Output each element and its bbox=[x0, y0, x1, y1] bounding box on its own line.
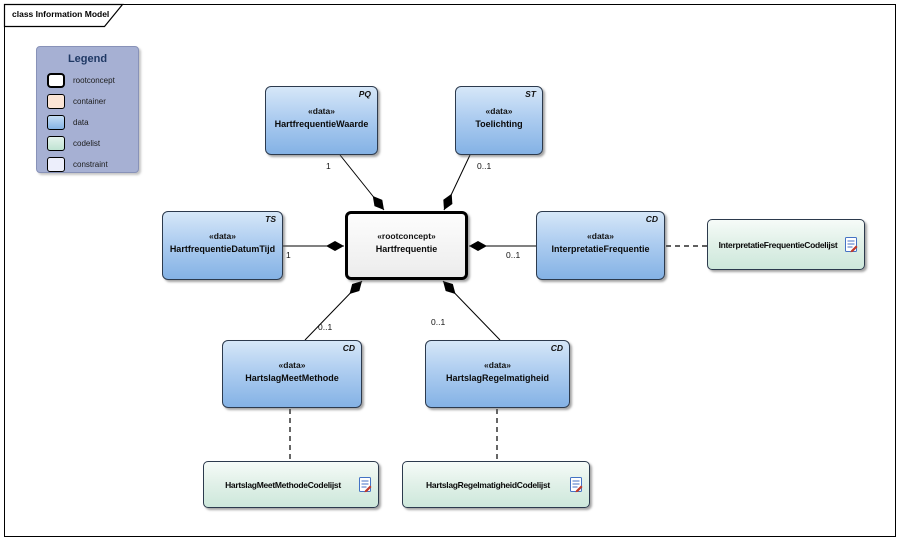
datatype-tag: TS bbox=[265, 214, 276, 224]
stereotype-label: «data» bbox=[587, 231, 614, 241]
document-icon bbox=[570, 476, 583, 492]
codelist-name-label: InterpretatieFrequentieCodelijst bbox=[718, 239, 838, 250]
datatype-tag: PQ bbox=[358, 89, 371, 99]
codelist-interpretatiefrequentie[interactable]: InterpretatieFrequentieCodelijst bbox=[707, 219, 865, 270]
legend-item-label: codelist bbox=[73, 138, 101, 148]
frame-tab-shape bbox=[3, 3, 124, 28]
stereotype-label: «data» bbox=[209, 231, 236, 241]
legend-item-rootconcept: rootconcept bbox=[47, 72, 138, 88]
node-name-label: HartfrequentieWaarde bbox=[274, 119, 369, 129]
node-hartslagregelmatigheid[interactable]: CD «data» HartslagRegelmatigheid bbox=[425, 340, 570, 408]
multiplicity-datumtijd: 1 bbox=[286, 250, 291, 260]
data-swatch bbox=[47, 114, 65, 130]
edge-regelmatigheid-composition[interactable] bbox=[442, 280, 501, 341]
legend-item-data: data bbox=[47, 114, 138, 130]
datatype-tag: CD bbox=[645, 214, 658, 224]
frame-tab-label: class Information Model bbox=[12, 9, 110, 19]
legend-item-container: container bbox=[47, 93, 138, 109]
constraint-swatch bbox=[47, 156, 65, 172]
rootconcept-swatch bbox=[47, 72, 65, 88]
legend-item-label: container bbox=[73, 96, 106, 106]
legend-item-label: data bbox=[73, 117, 89, 127]
node-name-label: InterpretatieFrequentie bbox=[551, 244, 650, 254]
node-toelichting[interactable]: ST «data» Toelichting bbox=[455, 86, 543, 155]
edge-waarde-composition[interactable] bbox=[339, 154, 385, 211]
node-name-label: Hartfrequentie bbox=[375, 244, 438, 254]
document-icon bbox=[845, 236, 858, 252]
legend-item-label: rootconcept bbox=[73, 75, 115, 85]
legend-item-constraint: constraint bbox=[47, 156, 138, 172]
node-name-label: HartfrequentieDatumTijd bbox=[169, 244, 276, 254]
datatype-tag: CD bbox=[342, 343, 355, 353]
codelist-hartslagregelmatigheid[interactable]: HartslagRegelmatigheidCodelijst bbox=[402, 461, 590, 508]
stereotype-label: «data» bbox=[485, 106, 513, 116]
legend-item-label: constraint bbox=[73, 159, 108, 169]
node-name-label: Toelichting bbox=[475, 119, 523, 129]
document-icon bbox=[359, 476, 372, 492]
multiplicity-meetmethode: 0..1 bbox=[318, 322, 333, 332]
stereotype-label: «data» bbox=[484, 360, 511, 370]
datatype-tag: ST bbox=[525, 89, 536, 99]
node-hartfrequentie-rootconcept[interactable]: «rootconcept» Hartfrequentie bbox=[345, 211, 468, 280]
node-name-label: HartslagRegelmatigheid bbox=[445, 373, 550, 383]
diagram-frame-border bbox=[4, 4, 896, 537]
multiplicity-interpretatie: 0..1 bbox=[506, 250, 521, 260]
legend-title: Legend bbox=[67, 53, 108, 65]
stereotype-label: «rootconcept» bbox=[377, 231, 436, 241]
legend-panel[interactable]: Legend rootconcept container data codeli… bbox=[36, 46, 139, 173]
multiplicity-waarde: 1 bbox=[326, 161, 331, 171]
multiplicity-toelichting: 0..1 bbox=[477, 161, 492, 171]
multiplicity-regelmatigheid: 0..1 bbox=[431, 317, 446, 327]
node-hartfrequentiewaarde[interactable]: PQ «data» HartfrequentieWaarde bbox=[265, 86, 378, 155]
node-hartslagmeetmethode[interactable]: CD «data» HartslagMeetMethode bbox=[222, 340, 362, 408]
edge-meetmethode-composition[interactable] bbox=[304, 280, 363, 341]
edge-toelichting-composition[interactable] bbox=[443, 154, 471, 211]
node-interpretatiefrequentie[interactable]: CD «data» InterpretatieFrequentie bbox=[536, 211, 665, 280]
datatype-tag: CD bbox=[550, 343, 563, 353]
codelist-name-label: HartslagRegelmatigheidCodelijst bbox=[426, 479, 550, 490]
legend-item-codelist: codelist bbox=[47, 135, 138, 151]
node-name-label: HartslagMeetMethode bbox=[245, 373, 339, 383]
stereotype-label: «data» bbox=[278, 360, 306, 370]
codelist-name-label: HartslagMeetMethodeCodelijst bbox=[225, 479, 341, 490]
codelist-hartslagmeetmethode[interactable]: HartslagMeetMethodeCodelijst bbox=[203, 461, 379, 508]
node-hartfrequentiedatumtijd[interactable]: TS «data» HartfrequentieDatumTijd bbox=[162, 211, 283, 280]
container-swatch bbox=[47, 93, 65, 109]
stereotype-label: «data» bbox=[308, 106, 335, 116]
codelist-swatch bbox=[47, 135, 65, 151]
